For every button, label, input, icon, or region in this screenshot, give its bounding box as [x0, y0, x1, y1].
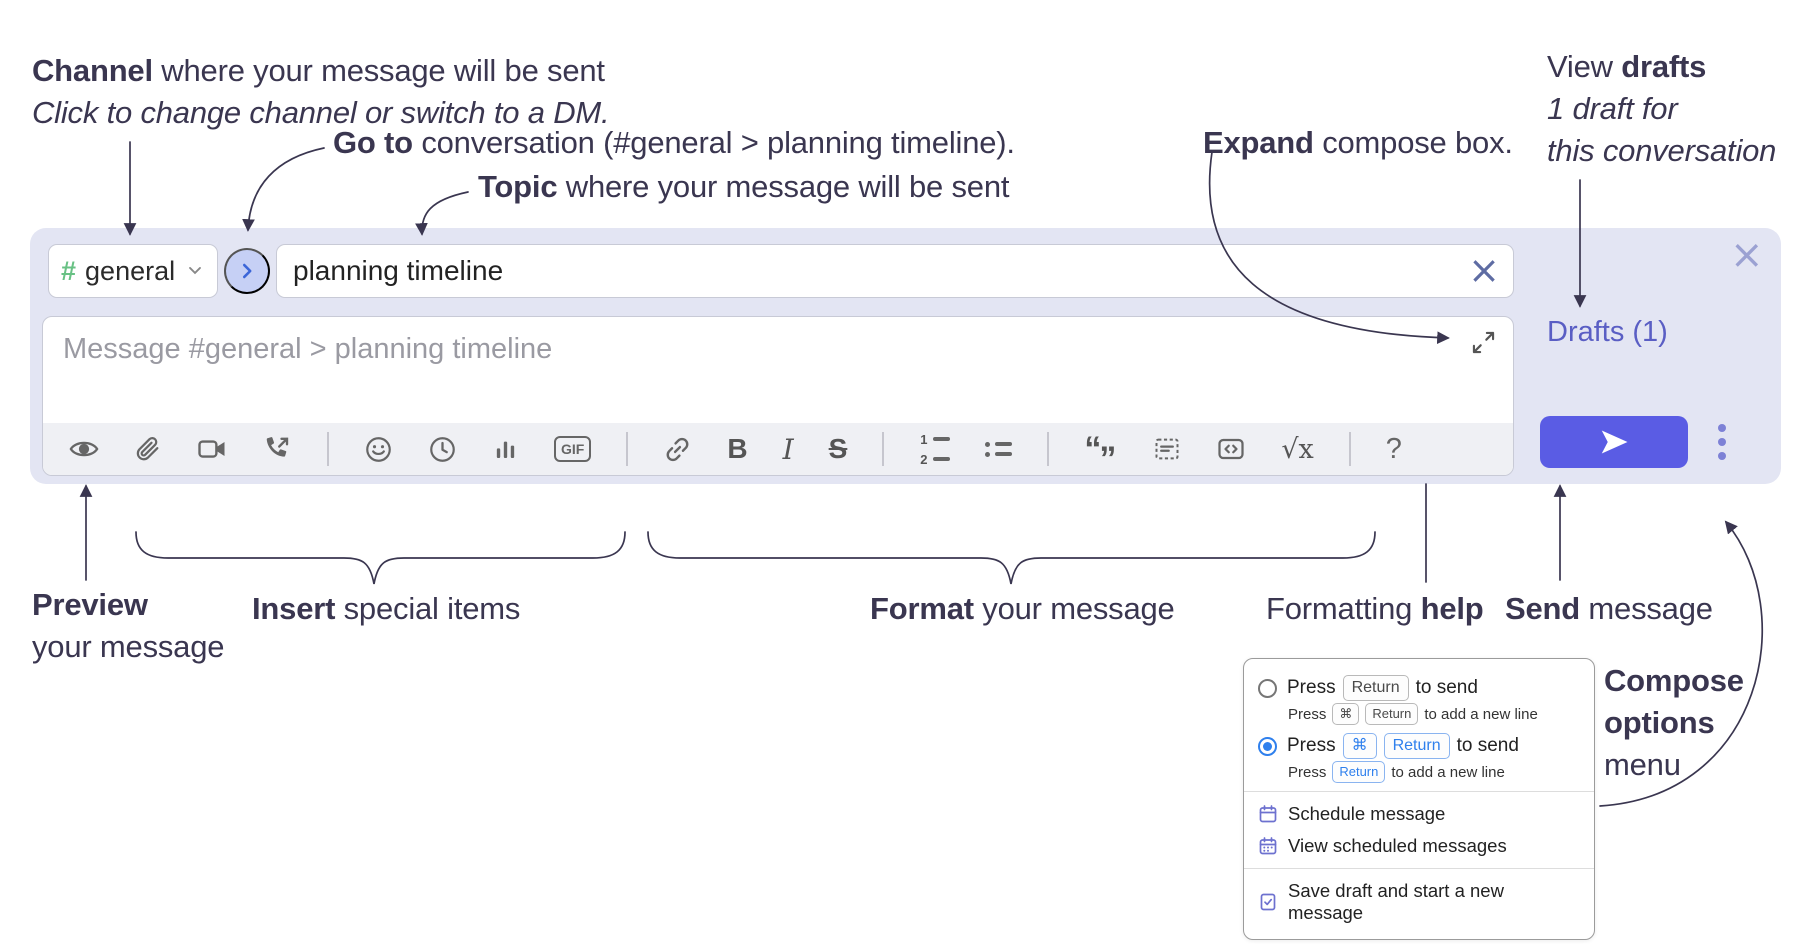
compose-toolbar: GIF B I S 1 2 [43, 423, 1513, 478]
chevron-down-icon [185, 260, 205, 283]
toolbar-divider [626, 432, 629, 466]
send-button[interactable] [1540, 416, 1688, 468]
send-shortcut-subtext: Press ⌘ Return to add a new line [1288, 703, 1580, 725]
save-draft-item[interactable]: Save draft and start a new message [1258, 875, 1580, 929]
chevron-right-icon [242, 263, 252, 279]
preview-annotation: Preview your message [32, 587, 225, 664]
topic-annotation: Topic where your message will be sent [478, 169, 1010, 204]
channel-name: general [85, 255, 176, 286]
send-annotation: Send message [1505, 591, 1713, 626]
menu-divider [1244, 791, 1594, 792]
compose-options-menu-icon[interactable] [1714, 420, 1730, 464]
expand-annotation: Expand compose box. [1203, 125, 1513, 160]
insert-annotation: Insert special items [252, 591, 521, 626]
code-icon[interactable] [1216, 434, 1246, 464]
close-compose-icon[interactable]: × [1730, 232, 1764, 278]
send-shortcut-subtext: Press Return to add a new line [1288, 761, 1580, 783]
format-brace [647, 531, 1376, 585]
view-scheduled-messages-item[interactable]: View scheduled messages [1258, 830, 1580, 862]
expand-compose-icon[interactable] [1470, 329, 1497, 359]
channel-annotation: Channel where your message will be sent … [32, 53, 610, 130]
insert-brace [135, 531, 626, 585]
goto-pointer-curve [242, 147, 325, 232]
video-call-icon[interactable] [197, 434, 227, 464]
goto-annotation: Go to conversation (#general > planning … [333, 125, 1015, 160]
menu-divider [1244, 868, 1594, 869]
formatting-help-annotation: Formatting help [1266, 591, 1484, 626]
radio-selected-icon[interactable] [1258, 736, 1277, 756]
topic-field-wrap: × [276, 244, 1514, 298]
drafts-annotation: View drafts 1 draft for this conversatio… [1547, 49, 1777, 168]
poll-icon[interactable] [492, 436, 519, 463]
strikethrough-icon[interactable]: S [828, 433, 848, 464]
channel-hash-icon: # [61, 255, 77, 286]
toolbar-divider [327, 432, 329, 466]
toolbar-divider [882, 432, 885, 466]
topic-input[interactable] [276, 244, 1514, 298]
bulleted-list-icon[interactable] [985, 441, 1013, 457]
link-icon[interactable] [663, 435, 692, 464]
message-input[interactable] [43, 317, 1513, 423]
view-scheduled-calendar-icon [1259, 837, 1277, 855]
spoiler-icon[interactable] [1153, 435, 1181, 463]
quote-icon[interactable]: “” [1084, 430, 1117, 478]
voice-call-icon[interactable] [262, 434, 292, 464]
preview-eye-icon[interactable] [69, 434, 99, 464]
clear-topic-button[interactable]: × [1468, 248, 1500, 292]
bold-icon[interactable]: B [727, 433, 748, 464]
global-time-icon[interactable] [428, 435, 457, 464]
drafts-link[interactable]: Drafts (1) [1547, 316, 1668, 348]
toolbar-divider [1047, 432, 1050, 466]
format-annotation: Format your message [870, 591, 1175, 626]
emoji-icon[interactable] [364, 435, 393, 464]
compose-options-popup: Press Return to send Press ⌘ Return to a… [1243, 658, 1595, 940]
radio-unselected-icon[interactable] [1258, 678, 1277, 698]
attach-file-icon[interactable] [134, 435, 162, 463]
send-plane-icon [1601, 430, 1628, 454]
formatting-help-icon[interactable]: ? [1385, 432, 1402, 465]
send-shortcut-option-cmd-enter[interactable]: Press ⌘ Return to send [1258, 733, 1580, 759]
send-shortcut-option-enter[interactable]: Press Return to send [1258, 675, 1580, 701]
message-card: GIF B I S 1 2 [42, 316, 1514, 476]
schedule-message-item[interactable]: Schedule message [1258, 798, 1580, 830]
numbered-list-icon[interactable]: 1 2 [919, 432, 951, 467]
go-to-conversation-button[interactable] [224, 248, 270, 294]
math-icon[interactable]: √x [1281, 433, 1314, 465]
channel-selector[interactable]: # general [48, 244, 218, 298]
gif-icon[interactable]: GIF [554, 436, 592, 462]
italic-icon[interactable]: I [782, 432, 794, 466]
schedule-calendar-icon [1259, 805, 1277, 823]
compose-box: # general × × [30, 228, 1781, 484]
toolbar-divider [1348, 432, 1351, 466]
compose-options-annotation: Compose options menu [1604, 663, 1744, 782]
save-draft-icon [1260, 893, 1276, 911]
